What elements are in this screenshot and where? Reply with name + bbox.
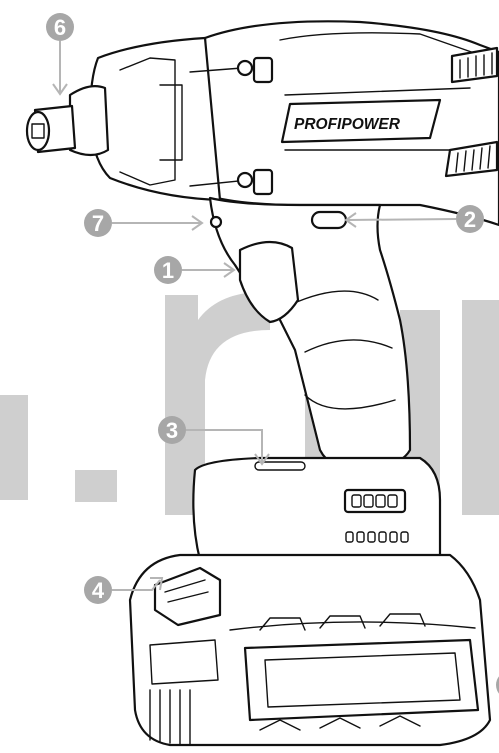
callout-arrow-6 [52,41,68,96]
callout-arrow-3 [186,429,270,466]
callout-marker-2 [456,205,484,233]
vent-slots-upper [450,46,499,84]
callout-label-1: 1 [162,258,174,283]
battery-label-area [149,639,219,685]
callout-3: 3 [158,416,270,466]
nose-collar [68,85,110,157]
watermark-letter-r [165,291,270,515]
watermark-glyph-left [0,395,28,500]
tool-head: PROFIPOWER [25,20,499,227]
housing-contour-top [279,32,481,56]
brand-logo: PROFIPOWER [294,116,401,133]
screw-bottom [236,171,254,189]
battery-side-grips [149,689,191,745]
direction-switch [310,210,348,230]
led-light [209,215,223,229]
anvil-end [25,110,51,152]
callout-marker-4 [84,576,112,604]
callout-label-4: 4 [92,578,105,603]
callout-7: 7 [84,209,204,237]
battery-pack [128,456,492,747]
battery-feet [259,715,421,731]
watermark-glyph-right [462,300,499,515]
callout-4: 4 [84,576,164,604]
battery-top-pads [259,613,426,631]
battery-panel-inset [264,652,461,708]
callout-arrow-1 [182,262,236,278]
callout-arrow-2 [344,212,457,228]
hammer-case-window [159,84,183,161]
callout-label-2: 2 [464,207,476,232]
screw-top [236,59,254,77]
callout-1: 1 [154,256,236,284]
callout-arrow-4 [112,577,164,591]
callout-marker-1 [154,256,182,284]
rod-clamp-bottom [252,168,274,196]
callout-marker-6 [46,13,74,41]
rod-clamp-top [252,56,274,84]
vent-slots-lower [444,140,499,178]
charge-indicator [343,488,407,514]
watermark-dot [75,470,117,502]
grip-contours [289,290,393,353]
hammer-case [88,36,222,202]
callout-marker-7 [84,209,112,237]
trigger [238,240,300,324]
callout-marker-partial [496,676,499,694]
callout-2: 2 [344,205,484,233]
release-button-ridges [164,579,209,603]
callout-label-7: 7 [92,211,104,236]
callout-marker-3 [158,416,186,444]
battery-vents [345,531,409,543]
housing-contour-mid [284,87,471,151]
callout-label-6: 6 [54,15,66,40]
callout-arrow-7 [112,215,204,231]
grip-contour-low [304,394,396,410]
logo-plate [280,98,442,144]
anvil-pin [31,123,45,139]
callout-label-3: 3 [166,418,178,443]
battery-side-panel [243,638,480,722]
callout-6: 6 [46,13,74,96]
hammer-case-rib [119,57,176,186]
battery-latch [254,461,306,471]
battery-seam [229,621,476,631]
